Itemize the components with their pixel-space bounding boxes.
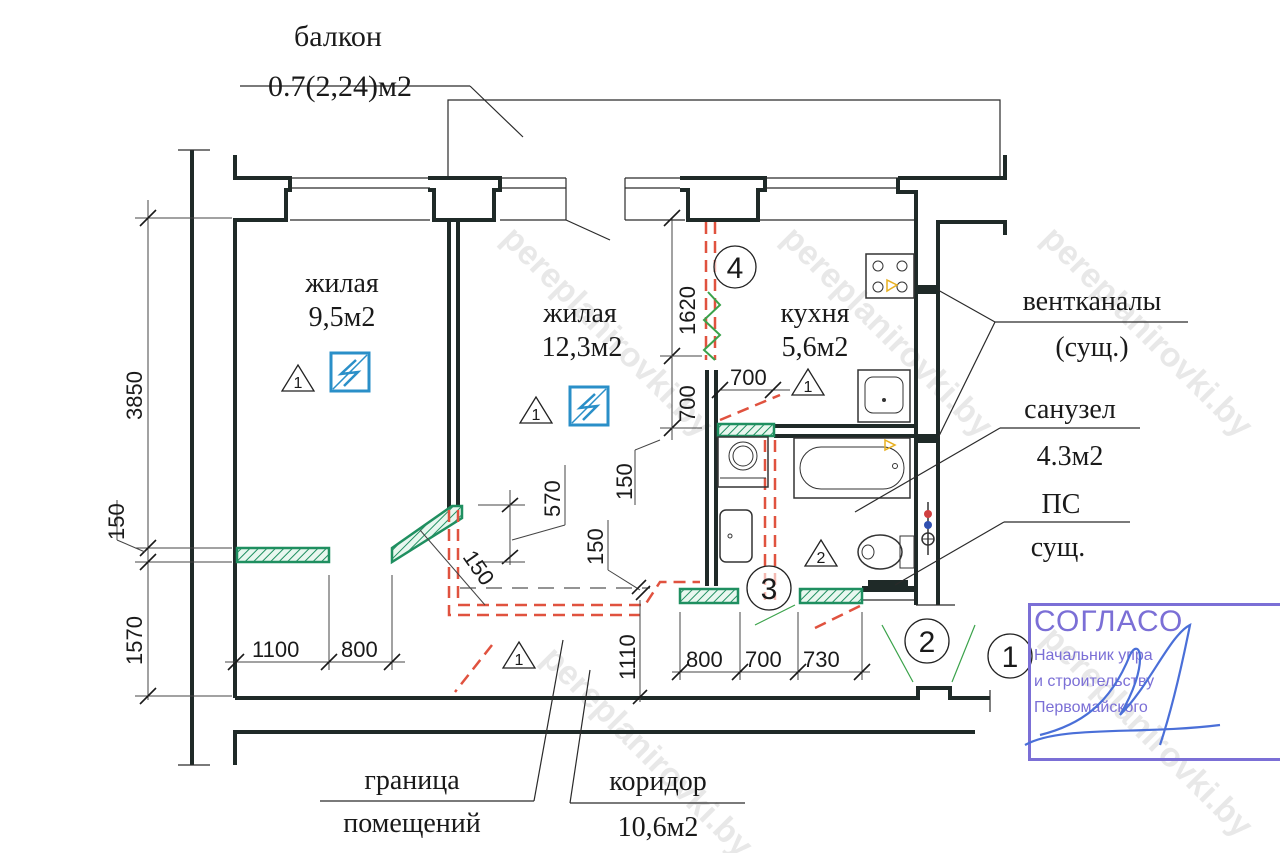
svg-text:4: 4 xyxy=(727,252,744,285)
dim-700-bath: 700 xyxy=(745,647,782,672)
stamp-line-1: Начальник упра xyxy=(1034,647,1153,664)
bathroom-area: 4.3м2 xyxy=(1037,441,1104,472)
electric-panel-icon xyxy=(329,351,371,393)
stamp-frame xyxy=(1028,603,1280,761)
circle-marker-1: 1 xyxy=(987,633,1033,679)
room-2-name: жилая xyxy=(542,298,617,329)
dim-800-left: 800 xyxy=(341,637,378,662)
water-riser-icon xyxy=(921,502,935,555)
circle-marker-4: 4 xyxy=(713,245,757,289)
room-1-area: 9,5м2 xyxy=(309,302,376,333)
bathtub-icon xyxy=(793,437,911,499)
svg-text:1: 1 xyxy=(294,375,303,392)
triangle-marker-2: 2 xyxy=(803,538,839,567)
sink-icon xyxy=(857,369,911,423)
dim-800-bath: 800 xyxy=(686,647,723,672)
kitchen-area: 5,6м2 xyxy=(782,332,849,363)
circle-marker-3: 3 xyxy=(746,565,792,611)
corridor-label: коридор xyxy=(609,766,706,797)
dimensions xyxy=(116,200,871,705)
vents-note: (сущ.) xyxy=(1055,332,1128,363)
balcony-area: 0.7(2,24)м2 xyxy=(268,70,412,103)
vents-label: вентканалы xyxy=(1023,286,1162,317)
approval-stamp: СОГЛАСО Начальник упра и строительству П… xyxy=(1020,595,1280,765)
toilet-icon xyxy=(857,534,915,570)
dim-150-wall: 150 xyxy=(612,463,637,500)
shaft-note: сущ. xyxy=(1031,532,1086,563)
dim-700-vertical: 700 xyxy=(675,385,700,422)
svg-text:3: 3 xyxy=(761,573,778,606)
triangle-marker-1: 1 xyxy=(280,363,316,392)
room-2-area: 12,3м2 xyxy=(542,332,623,363)
dim-1110: 1110 xyxy=(615,634,640,680)
washbasin-icon xyxy=(719,509,753,563)
boundary-label-1: граница xyxy=(364,765,460,796)
svg-text:1: 1 xyxy=(804,379,813,396)
shaft-label: ПС xyxy=(1042,489,1081,520)
circle-marker-2: 2 xyxy=(904,618,950,664)
svg-text:2: 2 xyxy=(817,550,826,567)
demolition-lines xyxy=(447,222,863,693)
walls xyxy=(178,149,1007,766)
dim-3850: 3850 xyxy=(122,371,147,420)
svg-text:2: 2 xyxy=(919,626,936,659)
new-partitions xyxy=(235,422,864,605)
balcony xyxy=(240,85,1001,177)
washing-machine-icon xyxy=(717,436,769,488)
dim-1570: 1570 xyxy=(122,616,147,665)
zigzag-pipe xyxy=(702,291,722,361)
dim-1100: 1100 xyxy=(252,637,299,662)
electric-panel-icon xyxy=(568,385,610,427)
corridor-area: 10,6м2 xyxy=(618,812,699,843)
triangle-marker-1: 1 xyxy=(518,395,554,424)
stamp-line-2: и строительству xyxy=(1034,673,1155,690)
dim-150-corridor: 150 xyxy=(583,528,608,565)
room-1-name: жилая xyxy=(304,268,379,299)
svg-text:1: 1 xyxy=(1002,641,1019,674)
dim-1620: 1620 xyxy=(675,286,700,335)
triangle-marker-1: 1 xyxy=(790,367,826,396)
boundary-label-2: помещений xyxy=(343,808,481,839)
stove-icon xyxy=(865,253,915,299)
dim-570: 570 xyxy=(540,480,565,517)
kitchen-name: кухня xyxy=(780,298,849,329)
dim-700-horizontal: 700 xyxy=(730,365,767,390)
dim-730: 730 xyxy=(803,647,840,672)
svg-text:1: 1 xyxy=(515,652,524,669)
dim-150-diagonal: 150 xyxy=(458,546,500,590)
svg-text:1: 1 xyxy=(532,407,541,424)
balcony-label: балкон xyxy=(294,20,382,53)
stamp-line-3: Первомайского xyxy=(1034,699,1148,716)
dim-150-left: 150 xyxy=(104,503,129,540)
stamp-title: СОГЛАСО xyxy=(1034,605,1184,638)
triangle-marker-1: 1 xyxy=(501,640,537,669)
signature xyxy=(1024,623,1221,746)
bathroom-label: санузел xyxy=(1024,394,1116,425)
